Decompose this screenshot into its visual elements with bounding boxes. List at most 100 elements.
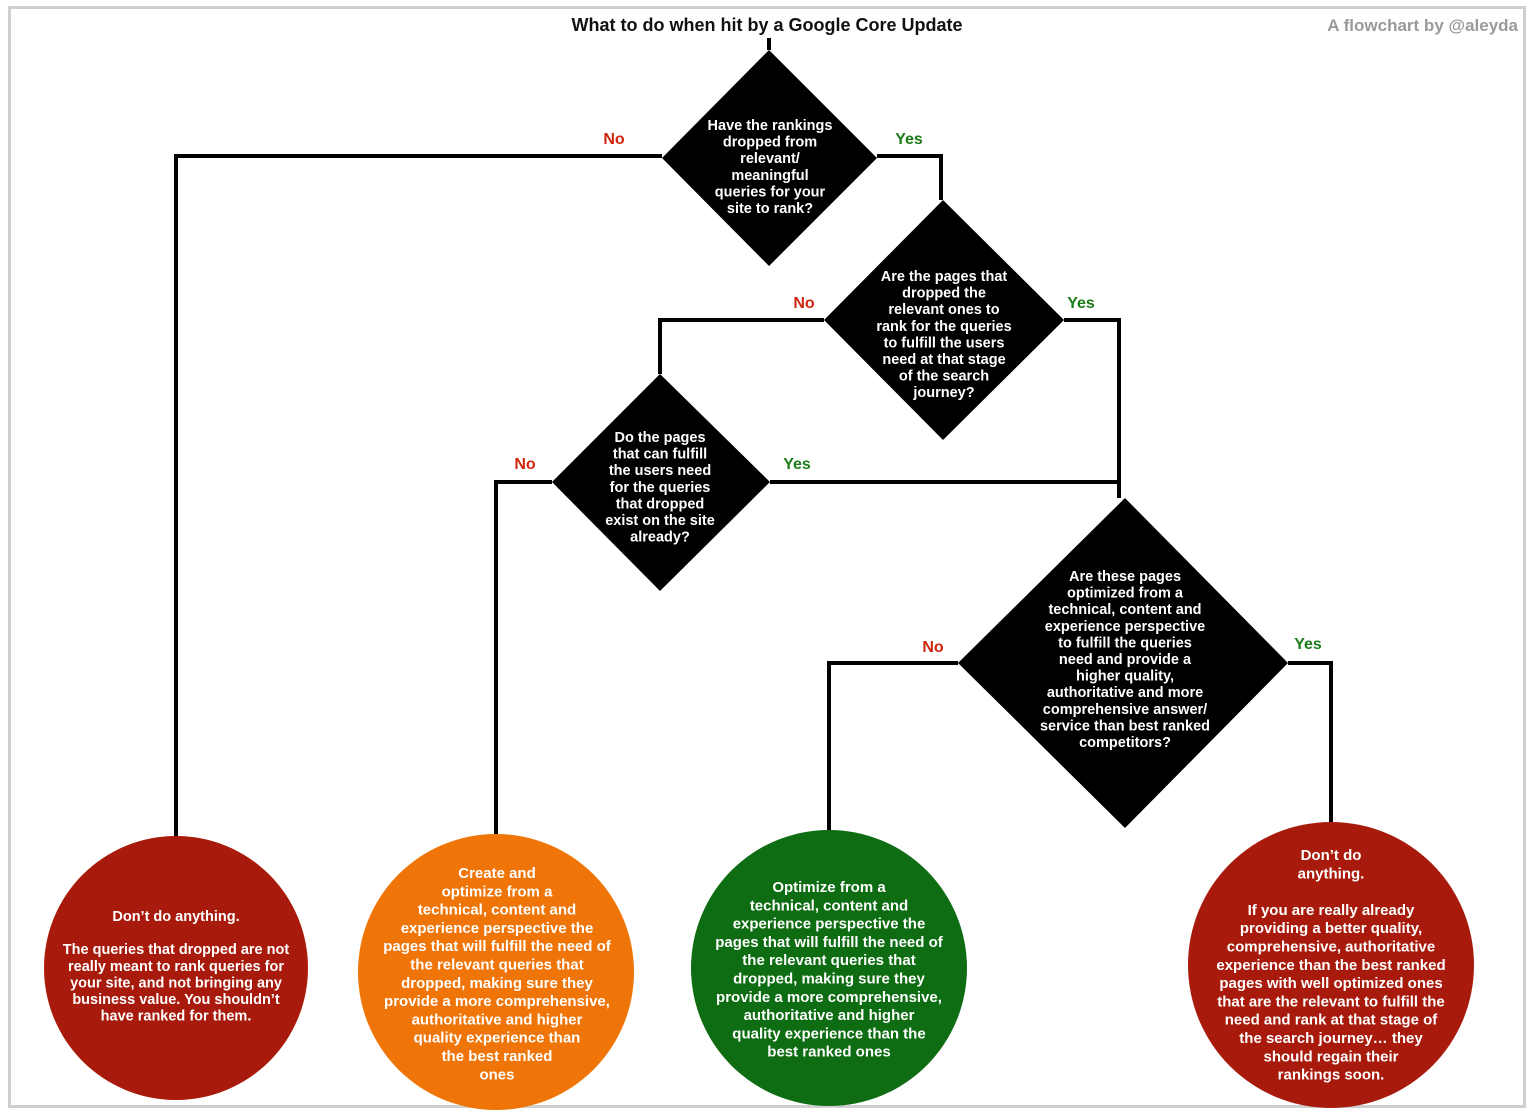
q3-text-line: that can fulfill [613,447,707,463]
q2-text-line: Are the pages that [881,269,1008,285]
r1-text-line: really meant to rank queries for [68,959,284,975]
q1-text-line: queries for your [715,184,826,200]
q3-no-label: No [514,456,536,473]
q2-text-line: need at that stage [882,352,1005,368]
r1-text-line: Don’t do anything. [112,909,239,925]
r4-text-line: Don’t do [1301,847,1362,864]
q2-text-line: journey? [912,385,974,401]
q4-text-line: experience perspective [1045,619,1205,635]
r2-text-line: quality experience than [414,1030,581,1047]
result-r2-circle [358,834,634,1110]
r4-text-line: providing a better quality, [1240,920,1422,937]
r3-text-line: the relevant queries that [742,952,915,969]
q4-text-line: need and provide a [1059,652,1192,668]
r2-text-line: ones [479,1066,514,1083]
q1-yes-label: Yes [895,131,923,148]
q4-text-line: Are these pages [1069,569,1181,585]
r1-text-line: The queries that dropped are not [63,942,290,958]
decision-q1-diamond [662,50,877,266]
edge-labels: No Yes No Yes No Yes No Yes [514,131,1322,656]
q4-text-line: comprehensive answer/ [1043,702,1207,718]
q4-no-label: No [922,639,944,656]
r2-text-line: provide a more comprehensive, [384,993,610,1010]
q4-text-line: higher quality, [1076,669,1174,685]
q1-text-line: Have the rankings [708,118,833,134]
q4-text-line: competitors? [1079,735,1171,751]
r4-text-line: rankings soon. [1278,1067,1385,1084]
result-r4-circle [1188,822,1474,1108]
q1-text-line: meaningful [731,168,808,184]
q4-text-line: service than best ranked [1040,718,1210,734]
result-r1-text: Don’t do anything. The queries that dropp… [63,909,290,1025]
q4-text-line: technical, content and [1048,602,1201,618]
r2-text-line: the relevant queries that [410,957,583,974]
r4-text-line: comprehensive, authoritative [1227,939,1435,956]
connectors [174,38,1333,838]
decision-q4-diamond [958,498,1288,828]
q2-no-label: No [793,295,815,312]
connector-q1-yes [877,154,943,200]
q1-text-line: dropped from [723,135,817,151]
r3-text-line: provide a more comprehensive, [716,989,942,1006]
q4-yes-label: Yes [1294,636,1322,653]
q1-no-label: No [603,131,625,148]
decision-q2-diamond [824,200,1064,440]
q2-text-line: dropped the [902,286,986,302]
r3-text-line: technical, content and [750,897,908,914]
q2-text-line: rank for the queries [876,319,1011,335]
q3-text-line: that dropped [616,496,705,512]
r4-text-line: pages with well optimized ones [1219,975,1442,992]
flowchart-title: What to do when hit by a Google Core Upd… [572,15,963,35]
r4-text-line: anything. [1298,865,1365,882]
q4-text-line: authoritative and more [1047,685,1203,701]
q1-text-line: site to rank? [727,201,813,217]
r3-text-line: dropped, making sure they [733,971,925,988]
r3-text-line: Optimize from a [772,879,886,896]
r2-text-line: authoritative and higher [412,1011,583,1028]
r1-text-line: business value. You shouldn’t [72,992,280,1008]
q4-text-line: optimized from a [1067,586,1184,602]
connector-q3-no [494,480,552,838]
q2-text-line: of the search [899,369,989,385]
r3-text-line: best ranked ones [767,1044,890,1061]
q3-text-line: for the queries [610,480,711,496]
r3-text-line: pages that will fulfill the need of [715,934,944,951]
q1-text-line: relevant/ [740,151,800,167]
q3-yes-label: Yes [783,456,811,473]
q3-text-line: Do the pages [614,430,705,446]
result-r3-circle [691,830,967,1106]
r4-text-line: should regain their [1263,1048,1398,1065]
r1-text-line: your site, and not bringing any [70,975,282,991]
result-r1-circle [44,836,308,1100]
connector-q4-yes [1288,661,1333,838]
r2-text-line: the best ranked [442,1048,553,1065]
r4-text-line: If you are really already [1248,902,1415,919]
q2-yes-label: Yes [1067,295,1095,312]
connector-q4-no [827,661,958,838]
r4-text-line: experience than the best ranked [1216,957,1445,974]
r4-text-line: need and rank at that stage of [1225,1012,1439,1029]
r1-text-line: have ranked for them. [101,1009,252,1025]
credit-text: A flowchart by @aleyda [1327,16,1518,35]
r4-text-line: the search journey… they [1239,1030,1423,1047]
decision-q3-diamond [552,374,770,591]
q2-text-line: relevant ones to [888,302,999,318]
q4-text-line: to fulfill the queries [1058,635,1192,651]
r2-text-line: technical, content and [418,902,576,919]
r3-text-line: quality experience than the [732,1025,925,1042]
q3-text-line: exist on the site [605,513,715,529]
r2-text-line: pages that will fulfill the need of [383,938,612,955]
